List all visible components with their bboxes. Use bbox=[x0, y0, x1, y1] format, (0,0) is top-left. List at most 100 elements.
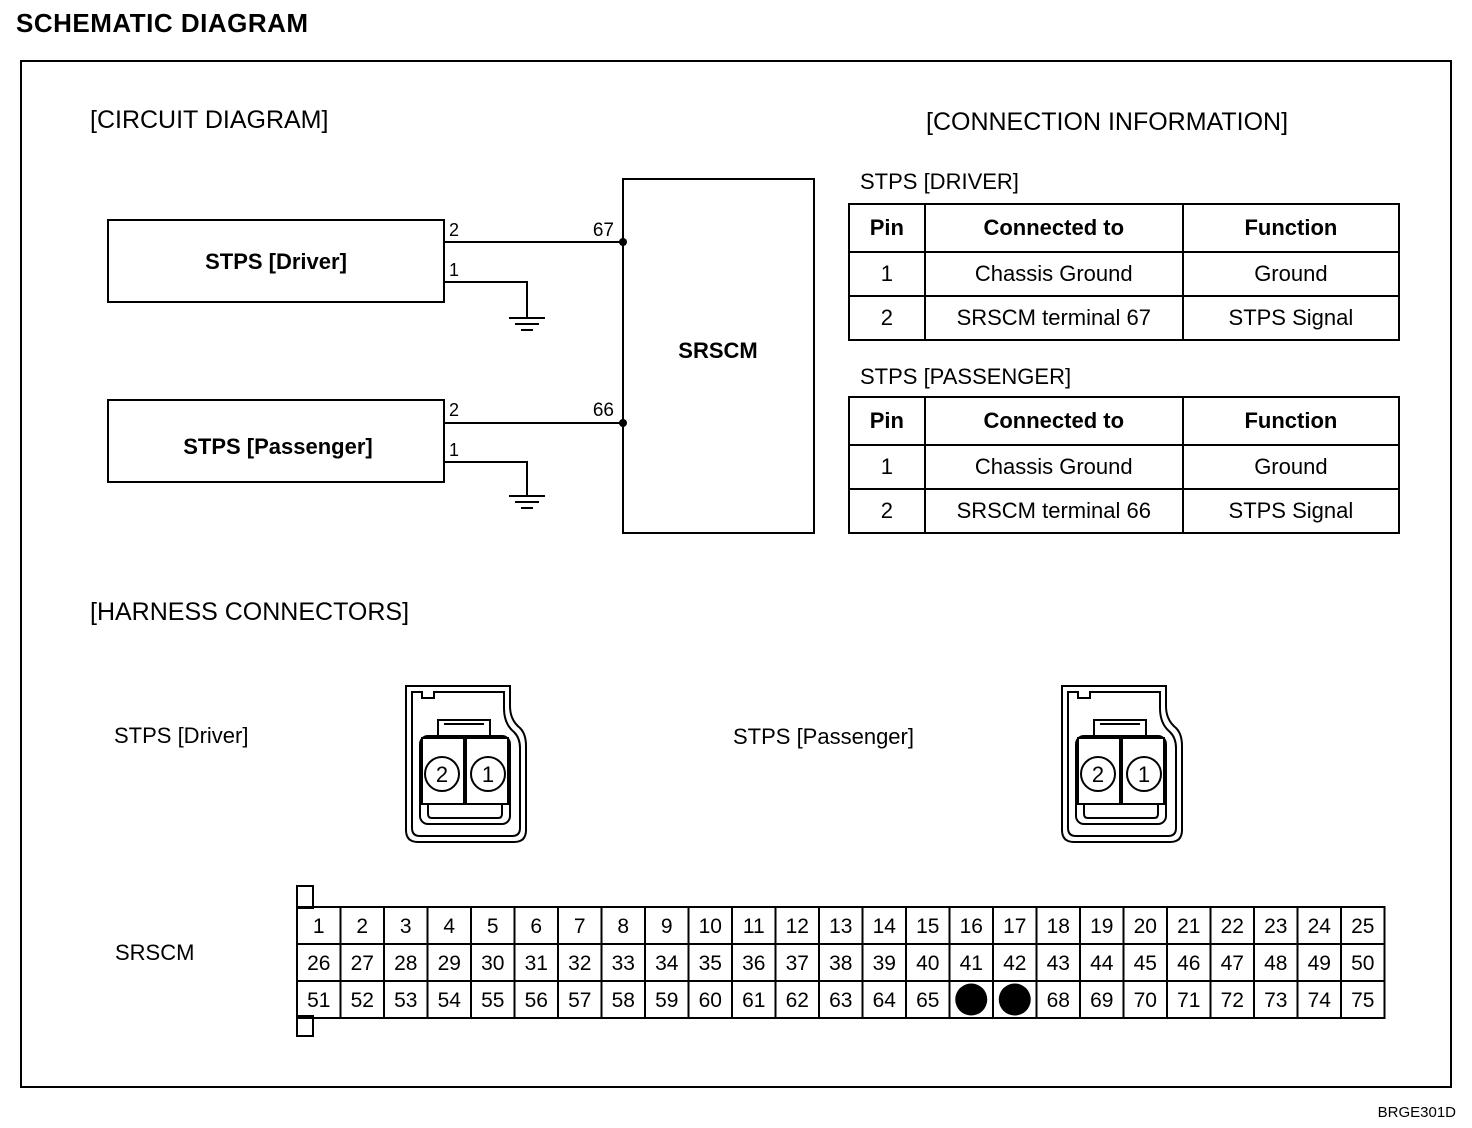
srscm-terminal-number: 21 bbox=[1177, 915, 1200, 938]
srscm-connector-latch-top bbox=[296, 885, 314, 909]
driver-terminal-label: 67 bbox=[593, 220, 614, 241]
stps-passenger-table-title: STPS [PASSENGER] bbox=[860, 364, 1072, 389]
srscm-terminal-number: 30 bbox=[481, 952, 504, 975]
srscm-terminal-number: 5 bbox=[487, 915, 499, 938]
driver-connector-pin-2: 2 bbox=[436, 762, 448, 787]
srscm-terminal-number: 51 bbox=[307, 989, 330, 1012]
srscm-terminal-number: 4 bbox=[443, 915, 455, 938]
srscm-terminal-number: 17 bbox=[1003, 915, 1026, 938]
srscm-terminal-number: 36 bbox=[742, 952, 765, 975]
table-row: 2 SRSCM terminal 66 STPS Signal bbox=[848, 488, 1401, 534]
srscm-terminal-number: 6 bbox=[530, 915, 542, 938]
srscm-terminal-number: 64 bbox=[873, 989, 897, 1012]
passenger-ground-icon bbox=[509, 495, 545, 509]
srscm-connector-latch-bottom bbox=[296, 1015, 314, 1037]
table-header-function: Function bbox=[1181, 203, 1401, 253]
page-title: SCHEMATIC DIAGRAM bbox=[16, 8, 309, 38]
srscm-terminal-number: 37 bbox=[786, 952, 809, 975]
srscm-terminal-number: 35 bbox=[699, 952, 722, 975]
table-cell: 2 bbox=[848, 295, 926, 341]
srscm-terminal-number: 39 bbox=[873, 952, 896, 975]
srscm-terminal-number: 1 bbox=[313, 915, 325, 938]
srscm-terminal-number: 34 bbox=[655, 952, 679, 975]
srscm-terminal-number: 73 bbox=[1264, 989, 1287, 1012]
srscm-terminal-number: 13 bbox=[829, 915, 852, 938]
connection-info-title: [CONNECTION INFORMATION] bbox=[926, 108, 1289, 136]
table-header-pin: Pin bbox=[848, 203, 926, 253]
table-cell: Chassis Ground bbox=[923, 251, 1184, 297]
srscm-terminal-number: 59 bbox=[655, 989, 678, 1012]
table-row: 1 Chassis Ground Ground bbox=[848, 444, 1401, 490]
srscm-terminal-number: 3 bbox=[400, 915, 412, 938]
passenger-connector-pin-2: 2 bbox=[1092, 762, 1104, 787]
srscm-terminal-number: 44 bbox=[1090, 952, 1114, 975]
srscm-terminal-number: 19 bbox=[1090, 915, 1113, 938]
srscm-terminal-number: 53 bbox=[394, 989, 417, 1012]
srscm-terminal-number: 7 bbox=[574, 915, 586, 938]
srscm-terminal-cell bbox=[1340, 980, 1386, 1019]
passenger-junction-dot bbox=[619, 419, 627, 427]
stps-passenger-box bbox=[107, 399, 445, 483]
srscm-terminal-number: 16 bbox=[960, 915, 983, 938]
srscm-terminal-number: 26 bbox=[307, 952, 330, 975]
diagram-frame bbox=[20, 60, 1452, 1088]
srscm-terminal-number: 69 bbox=[1090, 989, 1113, 1012]
srscm-terminal-number: 49 bbox=[1308, 952, 1331, 975]
srscm-terminal-number: 10 bbox=[699, 915, 722, 938]
srscm-terminal-number: 20 bbox=[1134, 915, 1157, 938]
srscm-used-terminal-dot bbox=[955, 983, 988, 1016]
passenger-connector-pin-1: 1 bbox=[1138, 762, 1150, 787]
harness-connectors-title: [HARNESS CONNECTORS] bbox=[90, 598, 410, 626]
table-row: 2 SRSCM terminal 67 STPS Signal bbox=[848, 295, 1401, 341]
srscm-terminal-number: 60 bbox=[699, 989, 722, 1012]
table-cell: Ground bbox=[1181, 251, 1401, 297]
table-row: 1 Chassis Ground Ground bbox=[848, 251, 1401, 297]
srscm-terminal-number: 61 bbox=[742, 989, 765, 1012]
srscm-terminal-number: 8 bbox=[617, 915, 629, 938]
table-cell: SRSCM terminal 67 bbox=[923, 295, 1184, 341]
table-cell: STPS Signal bbox=[1181, 295, 1401, 341]
srscm-terminal-number: 58 bbox=[612, 989, 635, 1012]
srscm-terminal-number: 45 bbox=[1134, 952, 1157, 975]
srscm-terminal-number: 55 bbox=[481, 989, 504, 1012]
srscm-terminal-number: 27 bbox=[351, 952, 374, 975]
stps-driver-box bbox=[107, 219, 445, 303]
srscm-terminal-number: 74 bbox=[1308, 989, 1332, 1012]
srscm-terminal-number: 43 bbox=[1047, 952, 1070, 975]
table-cell: STPS Signal bbox=[1181, 488, 1401, 534]
srscm-terminal-number: 75 bbox=[1351, 989, 1374, 1012]
srscm-terminal-number: 47 bbox=[1221, 952, 1244, 975]
srscm-terminal-number: 14 bbox=[873, 915, 897, 938]
srscm-terminal-number: 46 bbox=[1177, 952, 1200, 975]
srscm-terminal-number: 41 bbox=[960, 952, 983, 975]
passenger-pin-1-label: 1 bbox=[449, 440, 459, 460]
table-cell: 1 bbox=[848, 444, 926, 490]
table-cell: SRSCM terminal 66 bbox=[923, 488, 1184, 534]
srscm-terminal-number: 38 bbox=[829, 952, 852, 975]
srscm-terminal-number: 33 bbox=[612, 952, 635, 975]
srscm-terminal-number: 52 bbox=[351, 989, 374, 1012]
driver-ground-icon bbox=[509, 317, 545, 331]
srscm-terminal-number: 57 bbox=[568, 989, 591, 1012]
harness-passenger-label: STPS [Passenger] bbox=[733, 724, 914, 749]
srscm-terminal-number: 42 bbox=[1003, 952, 1026, 975]
srscm-terminal-number: 15 bbox=[916, 915, 939, 938]
srscm-terminal-number: 9 bbox=[661, 915, 673, 938]
table-cell: 1 bbox=[848, 251, 926, 297]
srscm-terminal-number: 68 bbox=[1047, 989, 1070, 1012]
srscm-terminal-number: 28 bbox=[394, 952, 417, 975]
table-cell: 2 bbox=[848, 488, 926, 534]
srscm-terminal-number: 18 bbox=[1047, 915, 1070, 938]
stps-passenger-connector: 2 1 bbox=[1061, 685, 1183, 843]
passenger-pin-2-label: 2 bbox=[449, 400, 459, 420]
passenger-ground-wire bbox=[444, 461, 528, 496]
driver-pin-2-label: 2 bbox=[449, 220, 459, 240]
driver-ground-wire bbox=[444, 281, 528, 318]
srscm-terminal-number: 29 bbox=[438, 952, 461, 975]
srscm-terminal-number: 11 bbox=[743, 915, 765, 938]
stps-driver-connector: 2 1 bbox=[405, 685, 527, 843]
srscm-terminal-number: 23 bbox=[1264, 915, 1287, 938]
